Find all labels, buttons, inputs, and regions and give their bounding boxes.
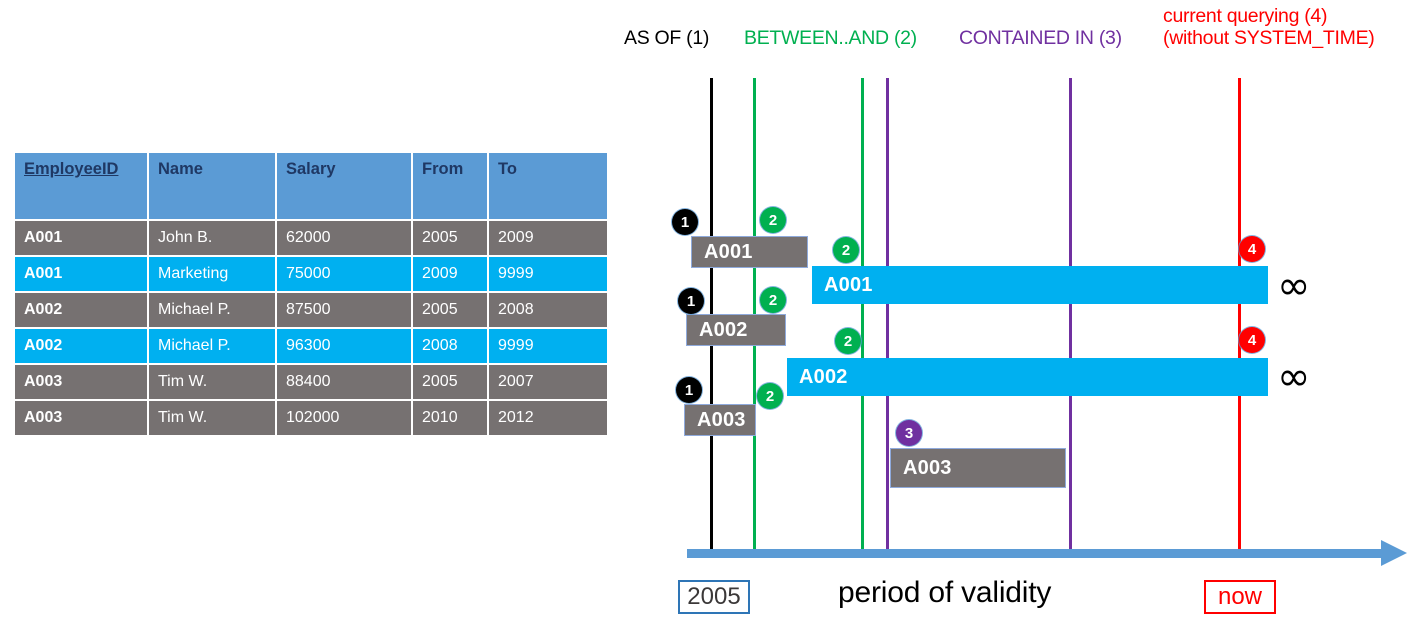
cell-from: 2010 bbox=[413, 401, 487, 435]
cell-employeeid: A002 bbox=[15, 329, 147, 363]
infinity-icon: ∞ bbox=[1277, 263, 1311, 309]
column-header-employeeid: EmployeeID bbox=[15, 153, 147, 219]
as-of-line bbox=[710, 78, 713, 553]
now-line bbox=[1238, 78, 1241, 553]
legend-contained-in: CONTAINED IN (3) bbox=[959, 27, 1122, 49]
timeline-axis bbox=[687, 549, 1387, 558]
legend-current-querying-line2: (without SYSTEM_TIME) bbox=[1163, 26, 1375, 49]
cell-employeeid: A003 bbox=[15, 365, 147, 399]
legend-between-and: BETWEEN..AND (2) bbox=[744, 27, 917, 49]
cell-salary: 88400 bbox=[277, 365, 411, 399]
validity-bar-a002-closed: A002 bbox=[686, 314, 786, 346]
column-header-from-label: From bbox=[422, 160, 464, 178]
validity-bar-a001-open: A001 bbox=[812, 266, 1268, 304]
table-header-row: EmployeeID Name Salary From To bbox=[15, 153, 607, 219]
cell-name: Marketing bbox=[149, 257, 275, 291]
cell-employeeid: A003 bbox=[15, 401, 147, 435]
column-header-salary: Salary bbox=[277, 153, 411, 219]
cell-salary: 75000 bbox=[277, 257, 411, 291]
cell-salary: 102000 bbox=[277, 401, 411, 435]
validity-bar-a003-closed: A003 bbox=[890, 448, 1066, 488]
cell-name: John B. bbox=[149, 221, 275, 255]
cell-employeeid: A001 bbox=[15, 221, 147, 255]
timeline-now-label: now bbox=[1204, 580, 1276, 614]
cell-name: Tim W. bbox=[149, 401, 275, 435]
legend-as-of: AS OF (1) bbox=[624, 27, 710, 49]
query-marker-1: 1 bbox=[672, 209, 698, 235]
query-marker-4: 4 bbox=[1239, 327, 1265, 353]
query-marker-1: 1 bbox=[676, 377, 702, 403]
cell-employeeid: A002 bbox=[15, 293, 147, 327]
cell-salary: 87500 bbox=[277, 293, 411, 327]
validity-bar-a001-closed: A001 bbox=[691, 236, 808, 268]
cell-name: Michael P. bbox=[149, 293, 275, 327]
cell-salary: 62000 bbox=[277, 221, 411, 255]
column-header-employeeid-label: EmployeeID bbox=[24, 160, 119, 178]
cell-from: 2008 bbox=[413, 329, 487, 363]
legend-current-querying-line1: current querying (4) bbox=[1163, 5, 1328, 27]
column-header-name-label: Name bbox=[158, 160, 203, 178]
cell-to: 9999 bbox=[489, 257, 607, 291]
cell-to: 2009 bbox=[489, 221, 607, 255]
cell-from: 2009 bbox=[413, 257, 487, 291]
validity-bar-a002-open: A002 bbox=[787, 358, 1268, 396]
cell-to: 2007 bbox=[489, 365, 607, 399]
query-marker-2: 2 bbox=[760, 207, 786, 233]
cell-employeeid: A001 bbox=[15, 257, 147, 291]
query-marker-4: 4 bbox=[1239, 236, 1265, 262]
query-marker-2: 2 bbox=[757, 383, 783, 409]
cell-name: Michael P. bbox=[149, 329, 275, 363]
timeline-start-label: 2005 bbox=[678, 580, 750, 614]
column-header-from: From bbox=[413, 153, 487, 219]
cell-to: 9999 bbox=[489, 329, 607, 363]
query-marker-2: 2 bbox=[833, 237, 859, 263]
timeline-axis-title: period of validity bbox=[838, 576, 1052, 609]
column-header-to: To bbox=[489, 153, 607, 219]
validity-bar-a003-closed: A003 bbox=[684, 404, 756, 436]
legend-current-querying: current querying (4) (without SYSTEM_TIM… bbox=[1163, 5, 1375, 50]
contained-end-line bbox=[1069, 78, 1072, 553]
cell-from: 2005 bbox=[413, 221, 487, 255]
query-marker-3: 3 bbox=[896, 420, 922, 446]
cell-name: Tim W. bbox=[149, 365, 275, 399]
contained-start-line bbox=[886, 78, 889, 553]
query-marker-2: 2 bbox=[760, 287, 786, 313]
cell-to: 2012 bbox=[489, 401, 607, 435]
column-header-to-label: To bbox=[498, 160, 517, 178]
between-end-line bbox=[861, 78, 864, 553]
query-marker-2: 2 bbox=[835, 328, 861, 354]
between-start-line bbox=[753, 78, 756, 553]
cell-to: 2008 bbox=[489, 293, 607, 327]
query-marker-1: 1 bbox=[678, 288, 704, 314]
column-header-name: Name bbox=[149, 153, 275, 219]
cell-salary: 96300 bbox=[277, 329, 411, 363]
cell-from: 2005 bbox=[413, 293, 487, 327]
infinity-icon: ∞ bbox=[1277, 354, 1311, 400]
timeline-arrow-icon bbox=[1381, 540, 1407, 566]
cell-from: 2005 bbox=[413, 365, 487, 399]
column-header-salary-label: Salary bbox=[286, 160, 336, 178]
